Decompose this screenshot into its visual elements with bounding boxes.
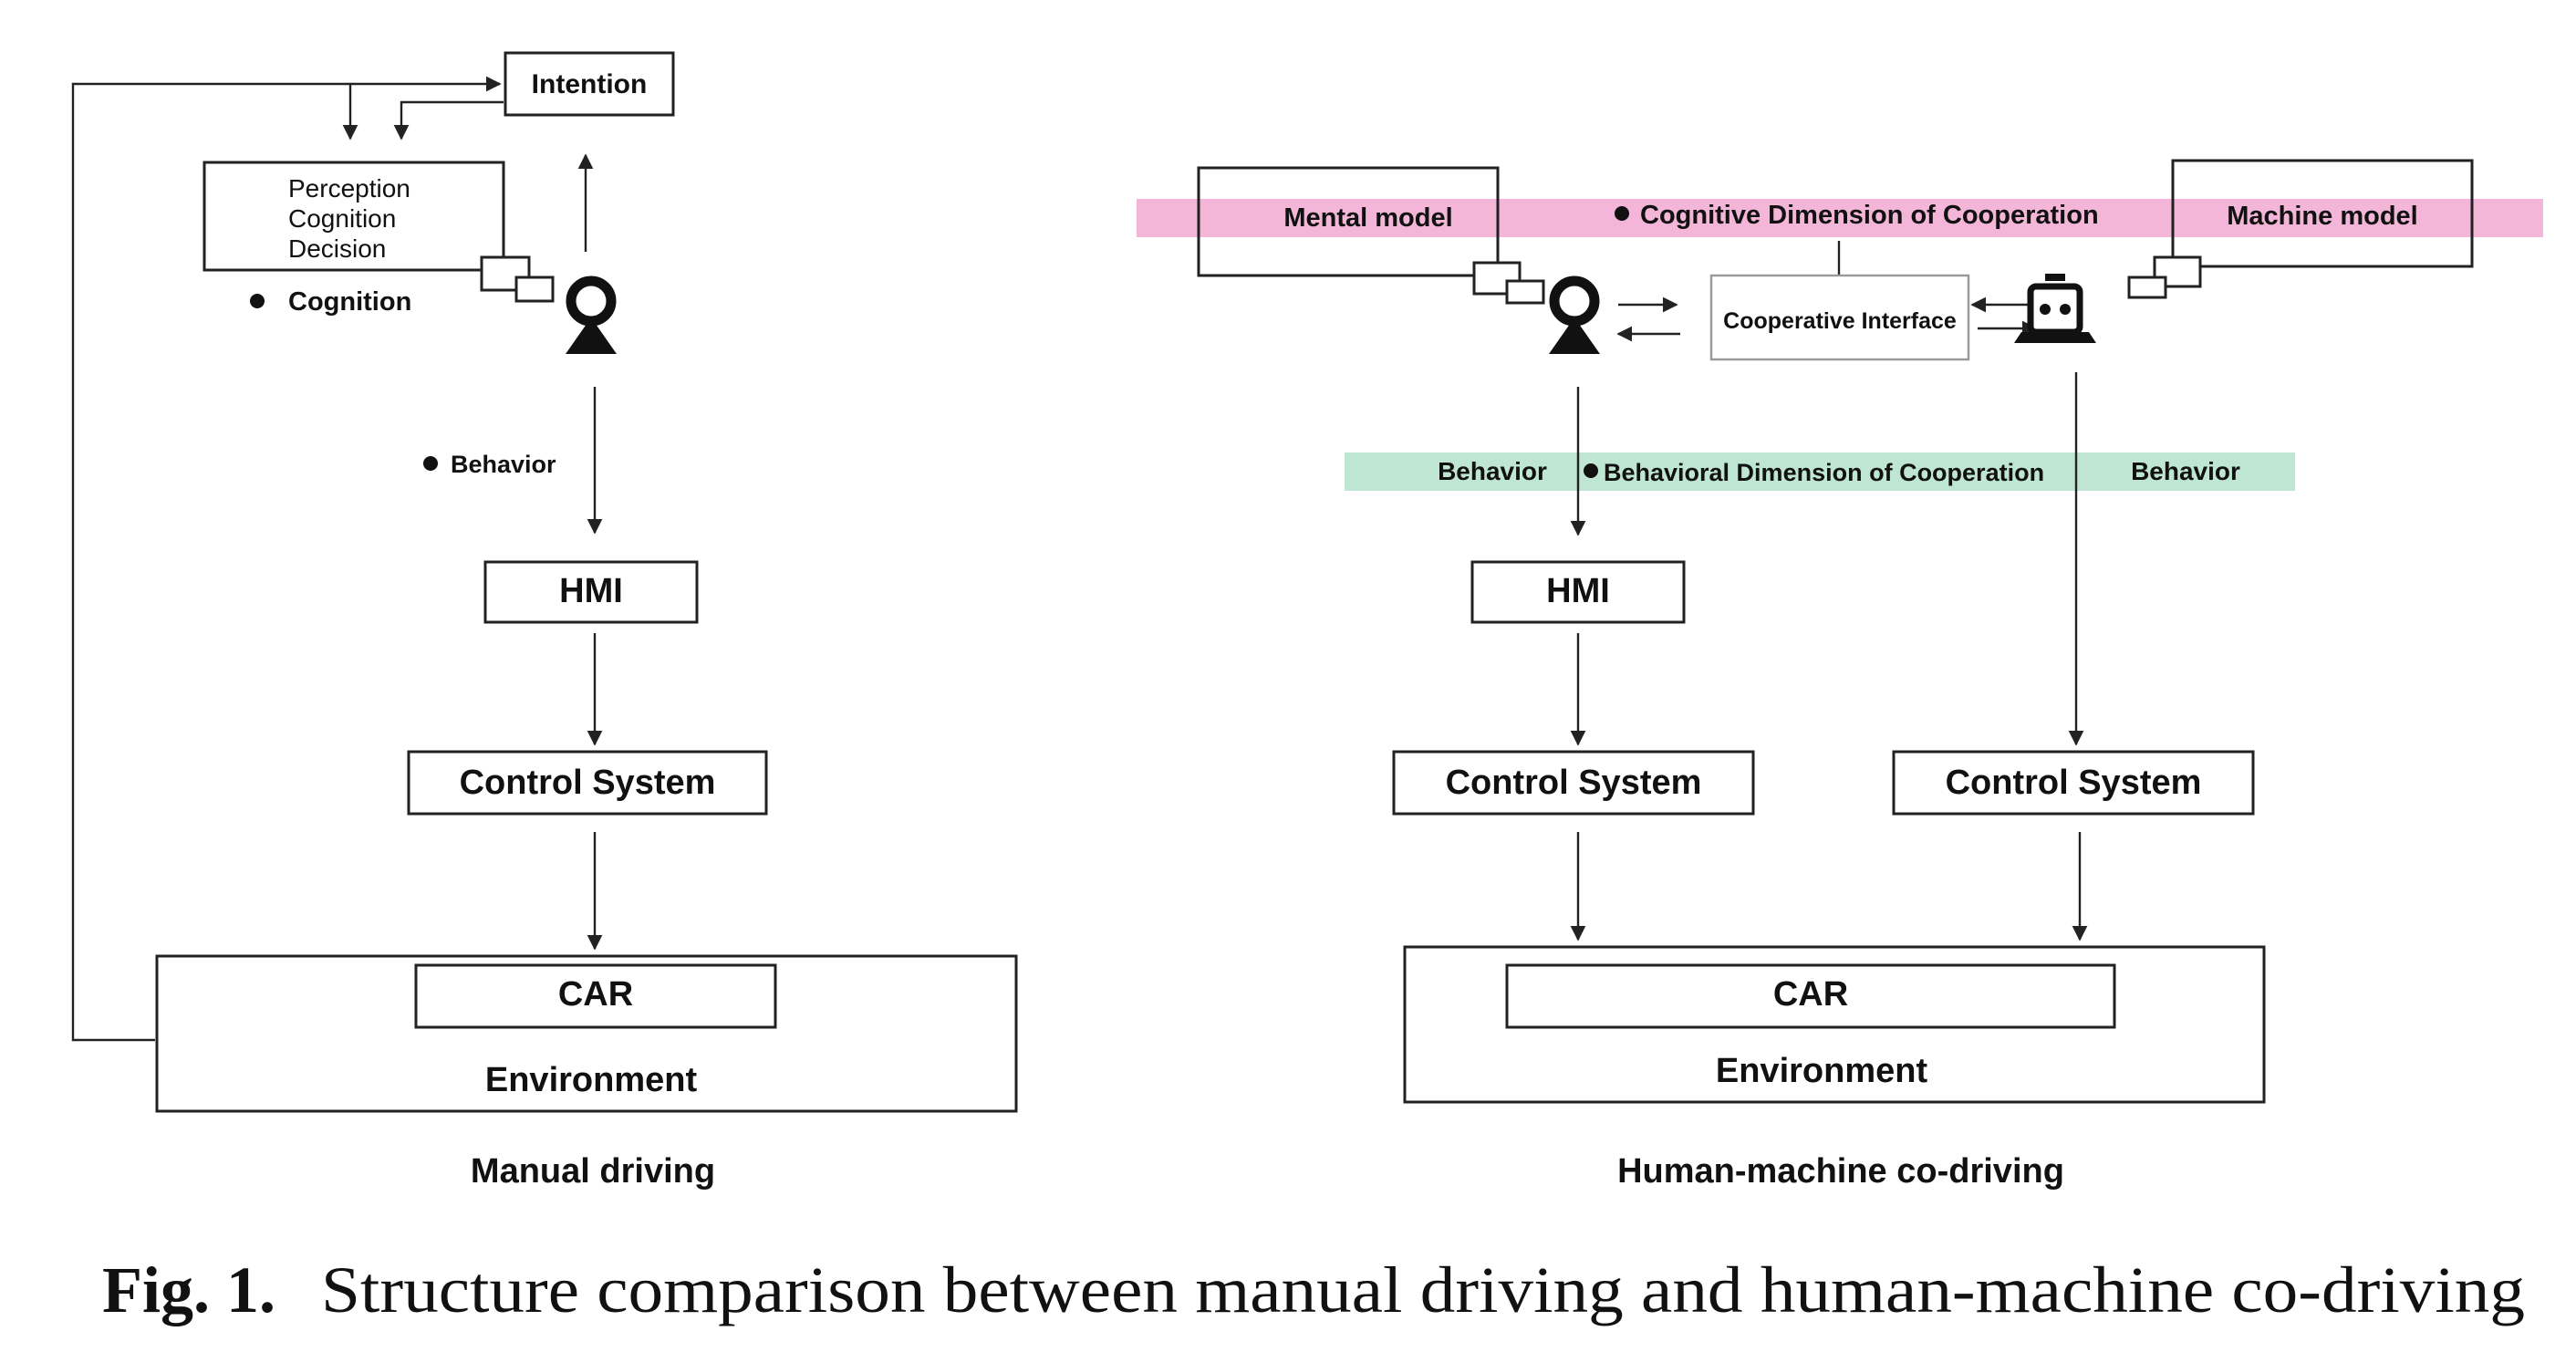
cognitive-bullet-icon [1615,206,1629,221]
intention-arrow-to-perception [393,100,504,140]
right-control-system-box [1892,750,2255,816]
cognitive-dimension-label: Cognitive Dimension of Cooperation [1640,201,2099,230]
car-label: CAR [558,975,633,1014]
perception-line: Perception [288,174,410,203]
person-icon [1549,276,1600,354]
hmi-label: HMI [559,572,623,610]
human-thought-bubble-small [1505,279,1545,305]
codriving-hmi-box [1470,560,1686,624]
cognitive-dimension-band [1137,199,2543,237]
machine-model-box [2171,159,2474,268]
cognition-line: Cognition [288,204,396,233]
intention-box [504,51,675,117]
behavioral-dimension-label: Behavioral Dimension of Cooperation [1604,459,2044,486]
behavior-bullet-icon [423,456,438,471]
decision-line: Decision [288,234,386,263]
codriving-diagram: Mental model Cognitive Dimension of Coop… [1137,159,2543,1191]
cooperative-interface-box [1709,274,1970,361]
codriving-car-label: CAR [1773,975,1848,1014]
behavior-label: Behavior [451,451,556,478]
mental-model-label: Mental model [1283,203,1452,233]
cognition-label: Cognition [288,287,411,317]
car-box [414,963,777,1029]
codriving-environment-label: Environment [1716,1052,1928,1090]
perception-box [203,161,505,272]
manual-driving-diagram: Intention Perception Cognition Decision … [71,51,1018,1191]
right-control-system-label: Control System [1946,764,2202,802]
hmi-box [483,560,699,624]
person-icon [566,276,617,354]
machine-model-label: Machine model [2227,202,2418,231]
control-system-box [407,750,768,816]
left-control-system-box [1392,750,1755,816]
behavior-right-label: Behavior [2131,457,2240,485]
control-system-label: Control System [460,764,716,802]
codriving-hmi-label: HMI [1546,572,1610,610]
behavior-left-label: Behavior [1438,457,1547,485]
figure-caption: Fig. 1. Structure comparison between man… [102,1253,2525,1326]
robot-icon [2014,274,2096,343]
feedback-loop-line [71,76,502,1042]
left-control-system-label: Control System [1446,764,1702,802]
intention-label: Intention [532,69,648,99]
codriving-caption: Human-machine co-driving [1617,1152,2064,1191]
figure-caption-text: Structure comparison between manual driv… [321,1253,2525,1326]
cognition-bullet-icon [250,294,265,308]
environment-label: Environment [485,1061,698,1099]
figure-label: Fig. 1. [102,1253,275,1326]
manual-driving-caption: Manual driving [471,1152,715,1191]
cooperative-interface-label: Cooperative Interface [1723,308,1957,334]
thought-bubble-small [514,276,555,303]
mental-model-box [1197,166,1500,277]
machine-thought-bubble-small [2127,276,2167,299]
behavioral-dimension-band [1345,452,2295,491]
codriving-car-box [1505,963,2116,1029]
behavioral-bullet-icon [1584,463,1598,478]
